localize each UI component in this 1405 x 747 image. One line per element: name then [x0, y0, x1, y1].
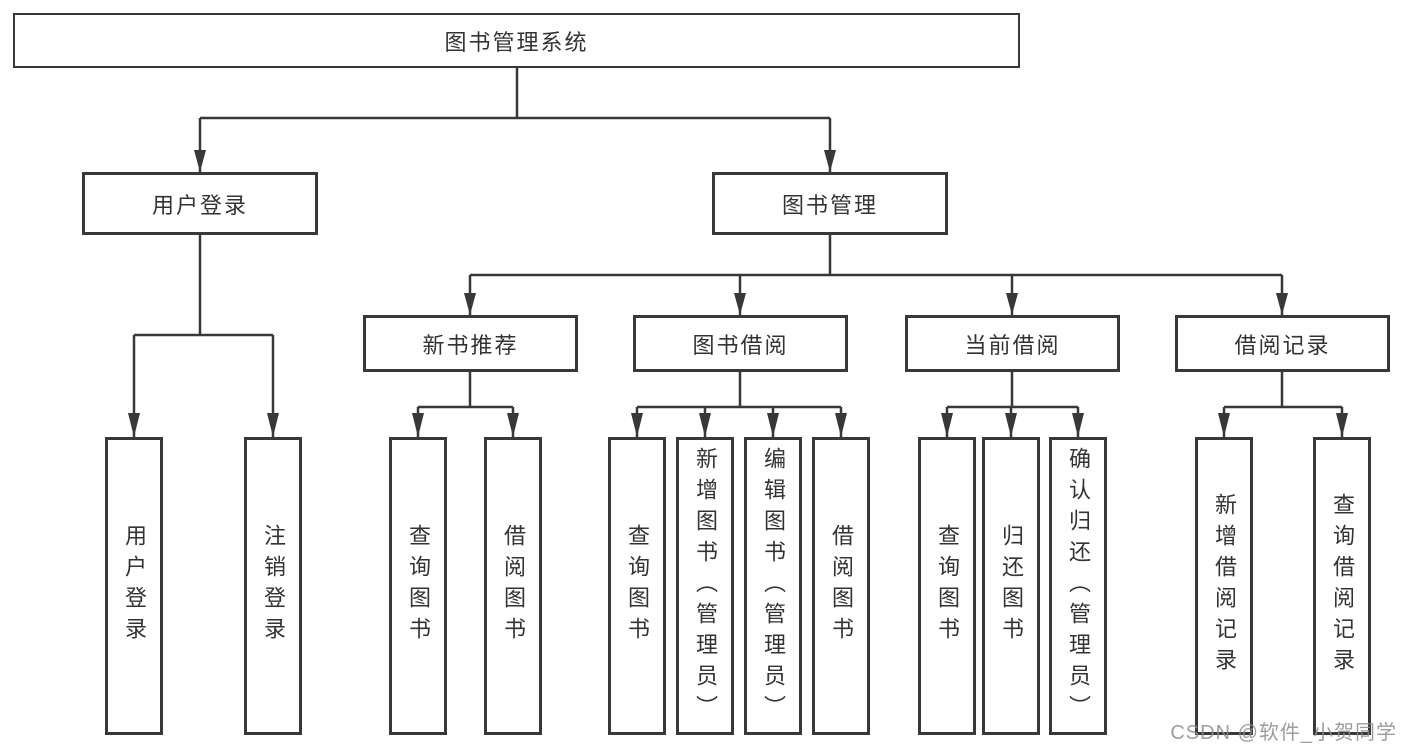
node-borrow-borrow-books: 借阅图书 [812, 437, 870, 735]
node-borrow-query-books: 查询图书 [608, 437, 666, 735]
connector-edges [132, 68, 1344, 437]
node-logout: 注销登录 [244, 437, 302, 735]
node-user-login-group: 用户登录 [82, 172, 318, 235]
watermark: CSDN @软件_小贺同学 [1170, 722, 1397, 744]
node-borrow-records: 借阅记录 [1175, 315, 1390, 372]
node-book-borrow: 图书借阅 [633, 315, 848, 372]
node-book-management: 图书管理 [712, 172, 948, 235]
node-user-login: 用户登录 [105, 437, 163, 735]
node-current-query-books: 查询图书 [918, 437, 976, 735]
node-current-borrow: 当前借阅 [905, 315, 1120, 372]
node-return-books: 归还图书 [982, 437, 1040, 735]
node-edit-book-admin: 编辑图书（管理员） [744, 437, 802, 735]
node-root-title: 图书管理系统 [13, 13, 1020, 68]
node-newbook-query-books: 查询图书 [389, 437, 447, 735]
node-newbook-borrow-books: 借阅图书 [484, 437, 542, 735]
node-query-borrow-record: 查询借阅记录 [1313, 437, 1371, 735]
node-add-book-admin: 新增图书（管理员） [676, 437, 734, 735]
arrow-down-icon [128, 150, 1348, 437]
node-new-book-recommend: 新书推荐 [363, 315, 578, 372]
node-add-borrow-record: 新增借阅记录 [1195, 437, 1253, 735]
node-confirm-return-admin: 确认归还（管理员） [1049, 437, 1107, 735]
